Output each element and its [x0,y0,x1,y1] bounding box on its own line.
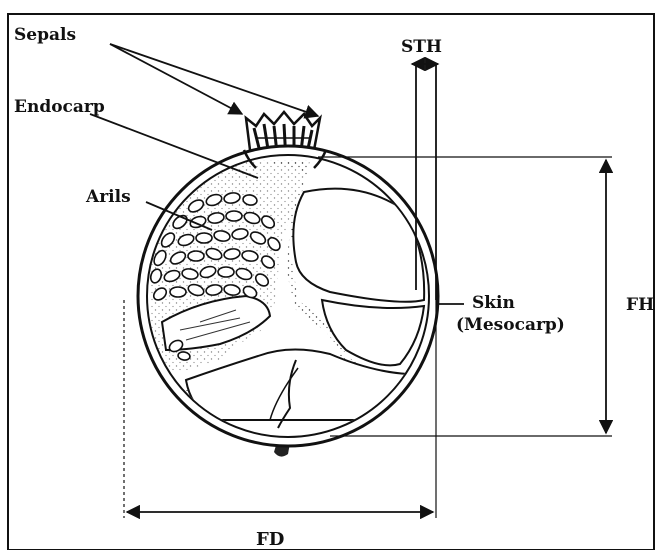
label-sth: STH [401,37,442,57]
label-sepals: Sepals [14,25,76,45]
label-skin: Skin [472,293,515,313]
label-fd: FD [256,529,284,550]
label-fh: FH [626,295,654,315]
label-mesocarp: (Mesocarp) [456,315,565,335]
fruit-body [138,146,438,446]
label-endocarp: Endocarp [14,97,105,117]
label-arils: Arils [85,187,131,207]
